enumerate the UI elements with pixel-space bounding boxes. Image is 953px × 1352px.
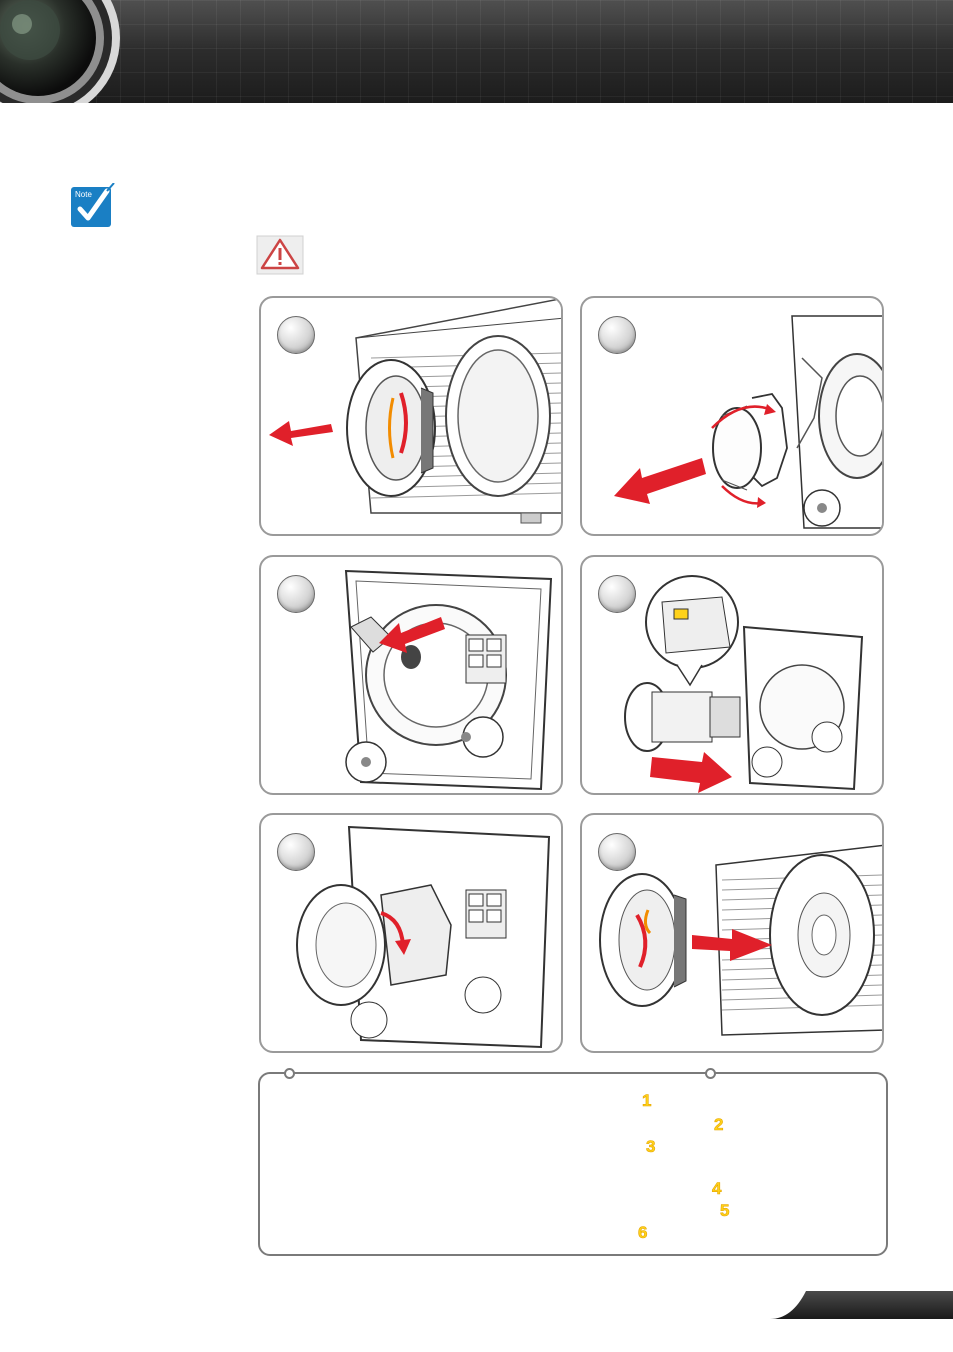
legend-connector-dot-left: [284, 1068, 295, 1079]
step-badge-5: [277, 833, 315, 871]
warning-triangle-icon: [256, 235, 304, 275]
note-label: Note: [75, 190, 92, 199]
step-badge-6: [598, 833, 636, 871]
illustration-push-release-lever: [344, 569, 553, 791]
legend-step-number-3: 3: [646, 1137, 656, 1156]
illustration-reattach-lens-cover: [599, 844, 882, 1036]
legend-step-number-6: 6: [638, 1223, 648, 1242]
step-badge-2: [598, 316, 636, 354]
illustration-insert-new-lens: [624, 575, 864, 793]
projector-lens-icon: [0, 0, 120, 103]
step-badge-3: [277, 575, 315, 613]
illustration-rotate-remove-lens: [614, 315, 882, 529]
legend-step-number-4: 4: [712, 1179, 722, 1198]
header-grid-pattern: [0, 0, 953, 103]
legend-step-number-2: 2: [714, 1115, 724, 1134]
legend-step-number-1: 1: [642, 1091, 652, 1110]
note-check-icon: Note: [71, 183, 115, 227]
illustration-rotate-lock-lens: [296, 825, 551, 1049]
step-panel-6: [580, 813, 884, 1053]
step-legend-box: 1 2 3 4 5 6: [258, 1068, 888, 1256]
legend-step-number-5: 5: [720, 1201, 730, 1220]
step-badge-4: [598, 575, 636, 613]
step-panel-4: [580, 555, 884, 795]
step-panel-2: [580, 296, 884, 536]
header-gloss: [0, 0, 953, 50]
step-panel-1: [259, 296, 563, 536]
illustration-remove-lens-cover: [269, 298, 561, 524]
step-badge-1: [277, 316, 315, 354]
page-number-tab: [770, 1291, 953, 1319]
legend-connector-dot-right: [705, 1068, 716, 1079]
step-panel-3: [259, 555, 563, 795]
step-panel-5: [259, 813, 563, 1053]
page-header-banner: [0, 0, 953, 103]
